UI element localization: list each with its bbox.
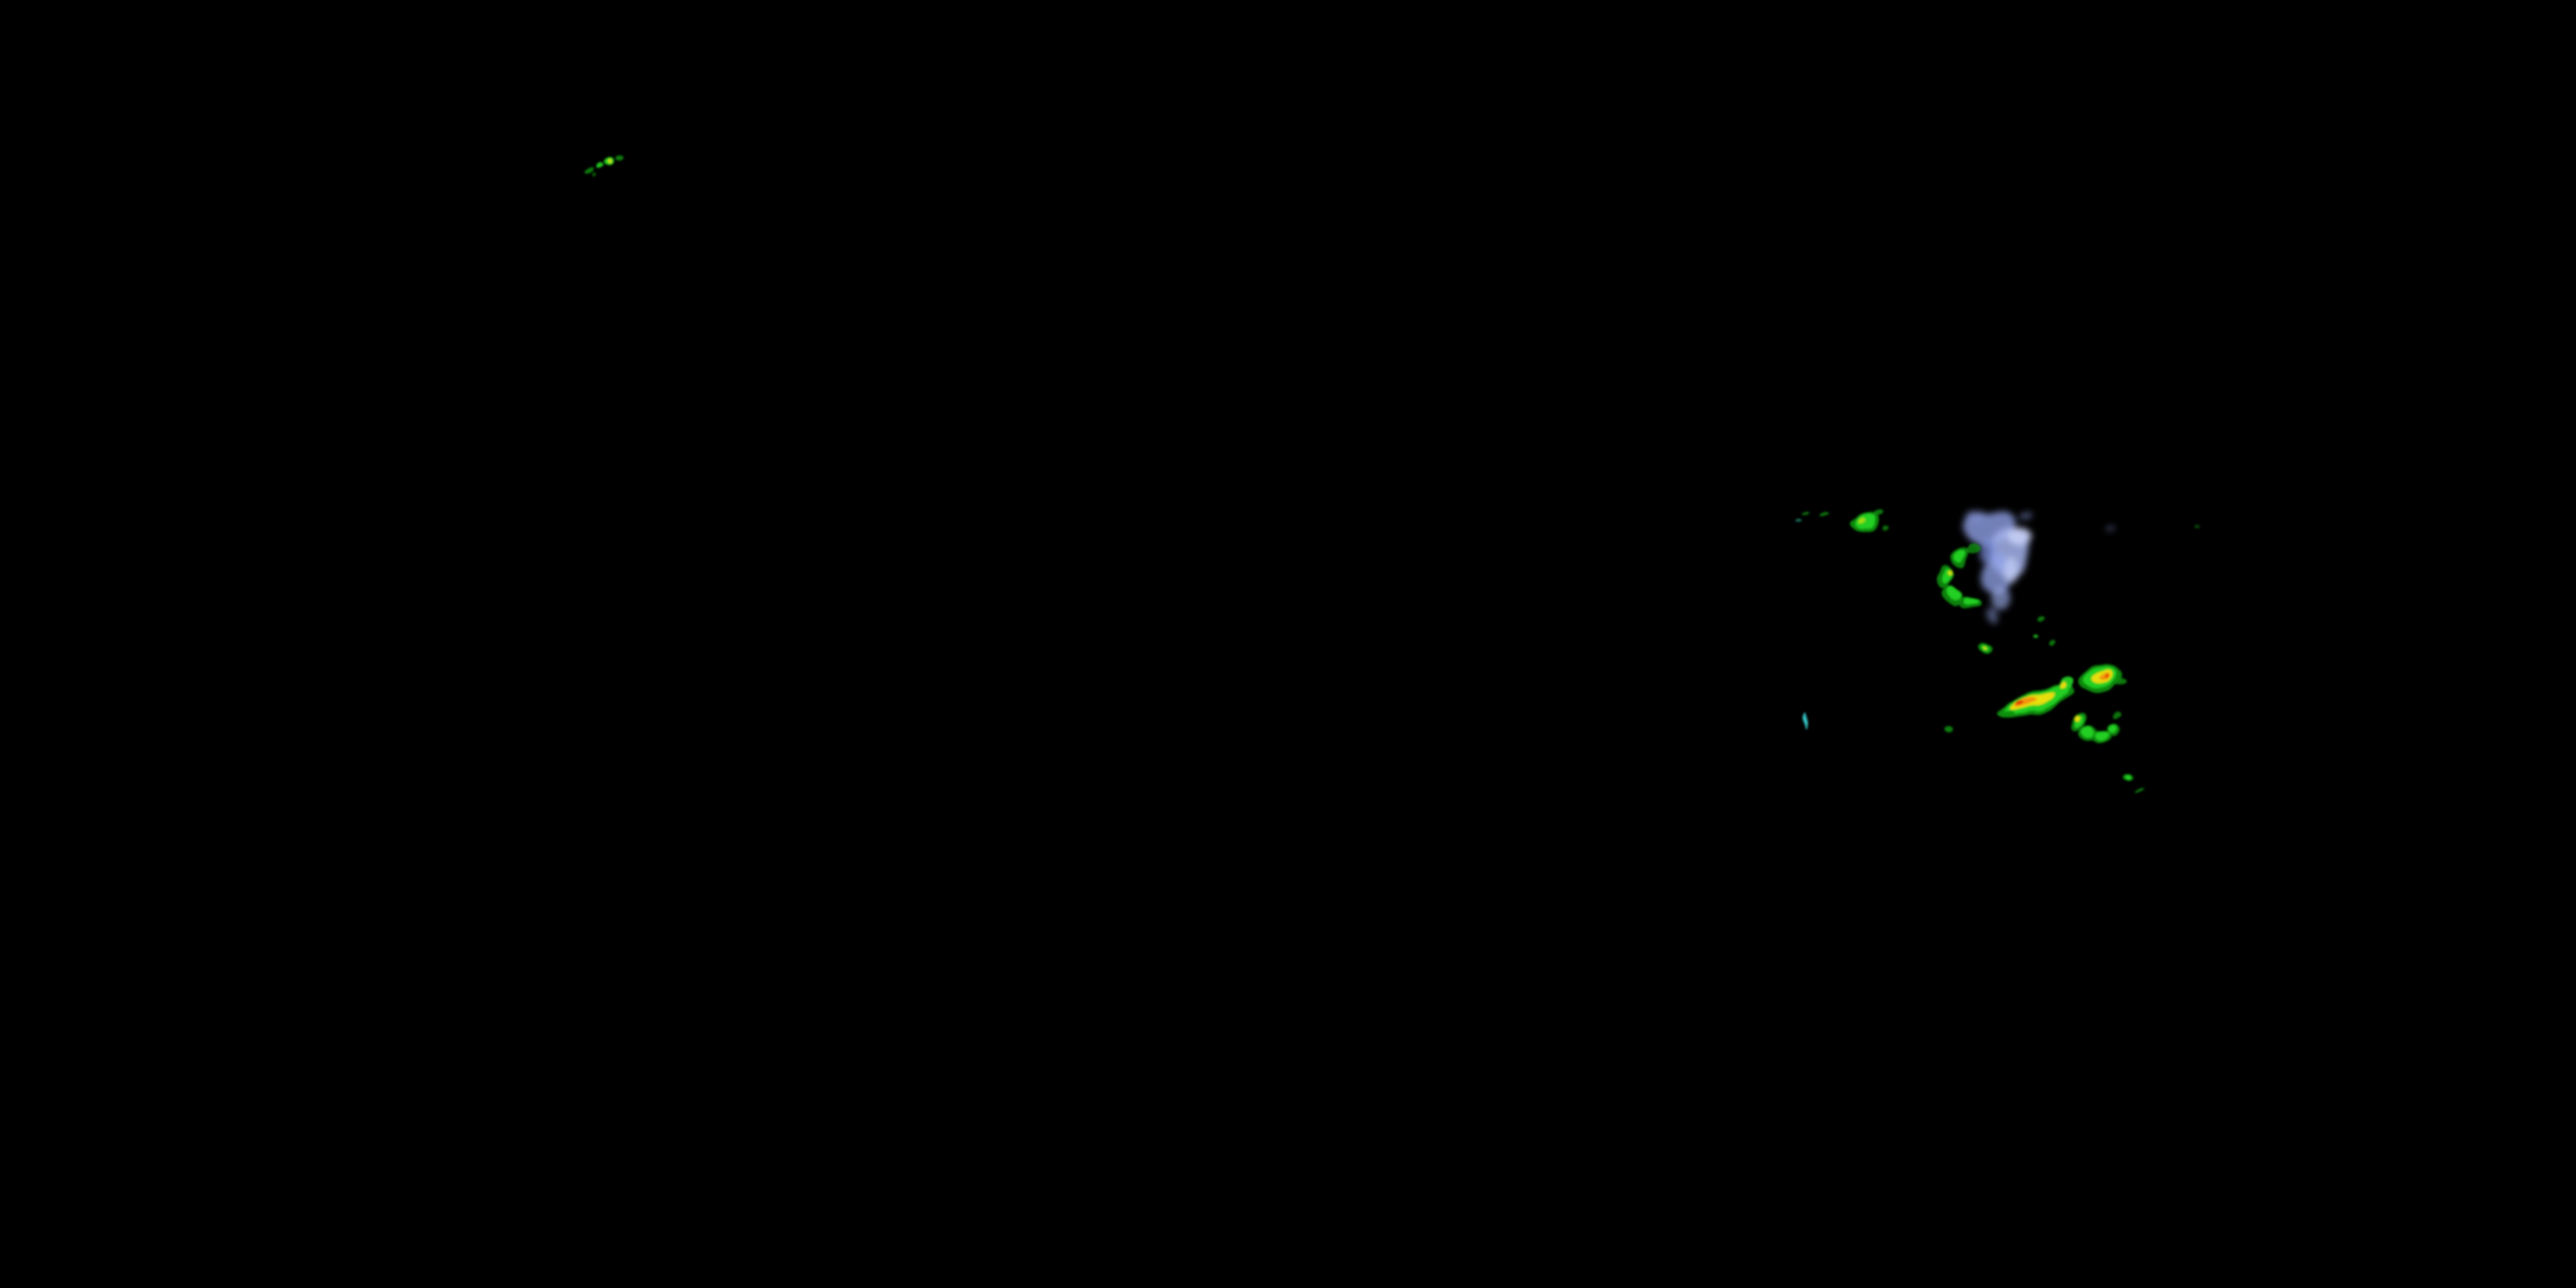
radar-echo-arc-yellow [2074,716,2081,723]
radar-echo-west-dash-3 [1819,513,1829,519]
radar-echo-speck-2 [2046,639,2055,646]
radar-echo-west-dash-1 [1796,520,1803,524]
radar-echo-west-cell-low [1882,526,1889,532]
radar-echo-band-red [2016,699,2025,706]
radar-echo-nw-speckle-2 [594,164,603,171]
radar-echo-west-cell-mid [1856,513,1874,529]
radar-echo-se-dot-brt [2124,774,2131,779]
radar-echo-swirl-yellow [1946,570,1951,575]
radar-echo-wisp-blue-9 [1971,507,1989,519]
radar-echo-cell2-red [2103,675,2106,678]
radar-echo-wisp-blue-10 [2016,511,2030,519]
radar-echo-west-dash-2 [1802,510,1811,515]
radar-echo-swirl-bright-4 [1965,596,1979,606]
radar-echo-nw-speckle-5 [616,157,623,164]
radar-echo-wisp-blue-7 [1994,586,2014,611]
radar-echo-arc-dash [2111,714,2120,719]
radar-echo-se-dash [2135,788,2147,795]
radar-echo-swirl-bright-1 [1953,551,1966,565]
radar-layer-light-precip [1966,507,2116,629]
radar-echo-arc-bright-2 [2081,727,2094,738]
radar-echo-wisp-blue-5 [2003,557,2019,580]
radar-echo-swirl-dark-5 [1967,544,1983,556]
radar-echo-band-tail [1998,709,2014,720]
radar-echo-arc-bright-3 [2095,730,2109,740]
radar-echo-ne-blue-dash [2105,528,2116,533]
radar-echo-west-cell-top [1872,508,1882,517]
radar-echo-wisp-blue-4 [2007,528,2029,547]
radar-echo-ne-faint [2196,524,2203,527]
radar-echo-cell2-ext [2112,677,2126,686]
radar-echo-band-tip-yel [2060,683,2069,690]
radar-echo-speck-1 [2038,617,2045,623]
radar-echo-nw-speckle-1 [586,168,592,173]
radar-echo-swirl-bright-3 [1948,587,1962,601]
radar-echo-arc-bright-4 [2107,724,2116,732]
radar-echo-nw-speckle-6 [592,173,596,177]
radar-echo-wisp-blue-8 [1990,611,2002,629]
radar-echo-south-dot-1 [1945,726,1953,733]
radar-echo-west-cell-core [1858,518,1865,523]
radar-echo-speck-3 [2033,635,2038,638]
radar-echo-ring-dot-core [1984,647,1988,651]
radar-layer-convective-cells [586,157,2203,795]
radar-echo-nw-speckle-4 [608,161,611,165]
radar-echo-cyan-dash [1804,713,1809,728]
radar-echo-wisp-blue-6 [1976,538,1995,564]
